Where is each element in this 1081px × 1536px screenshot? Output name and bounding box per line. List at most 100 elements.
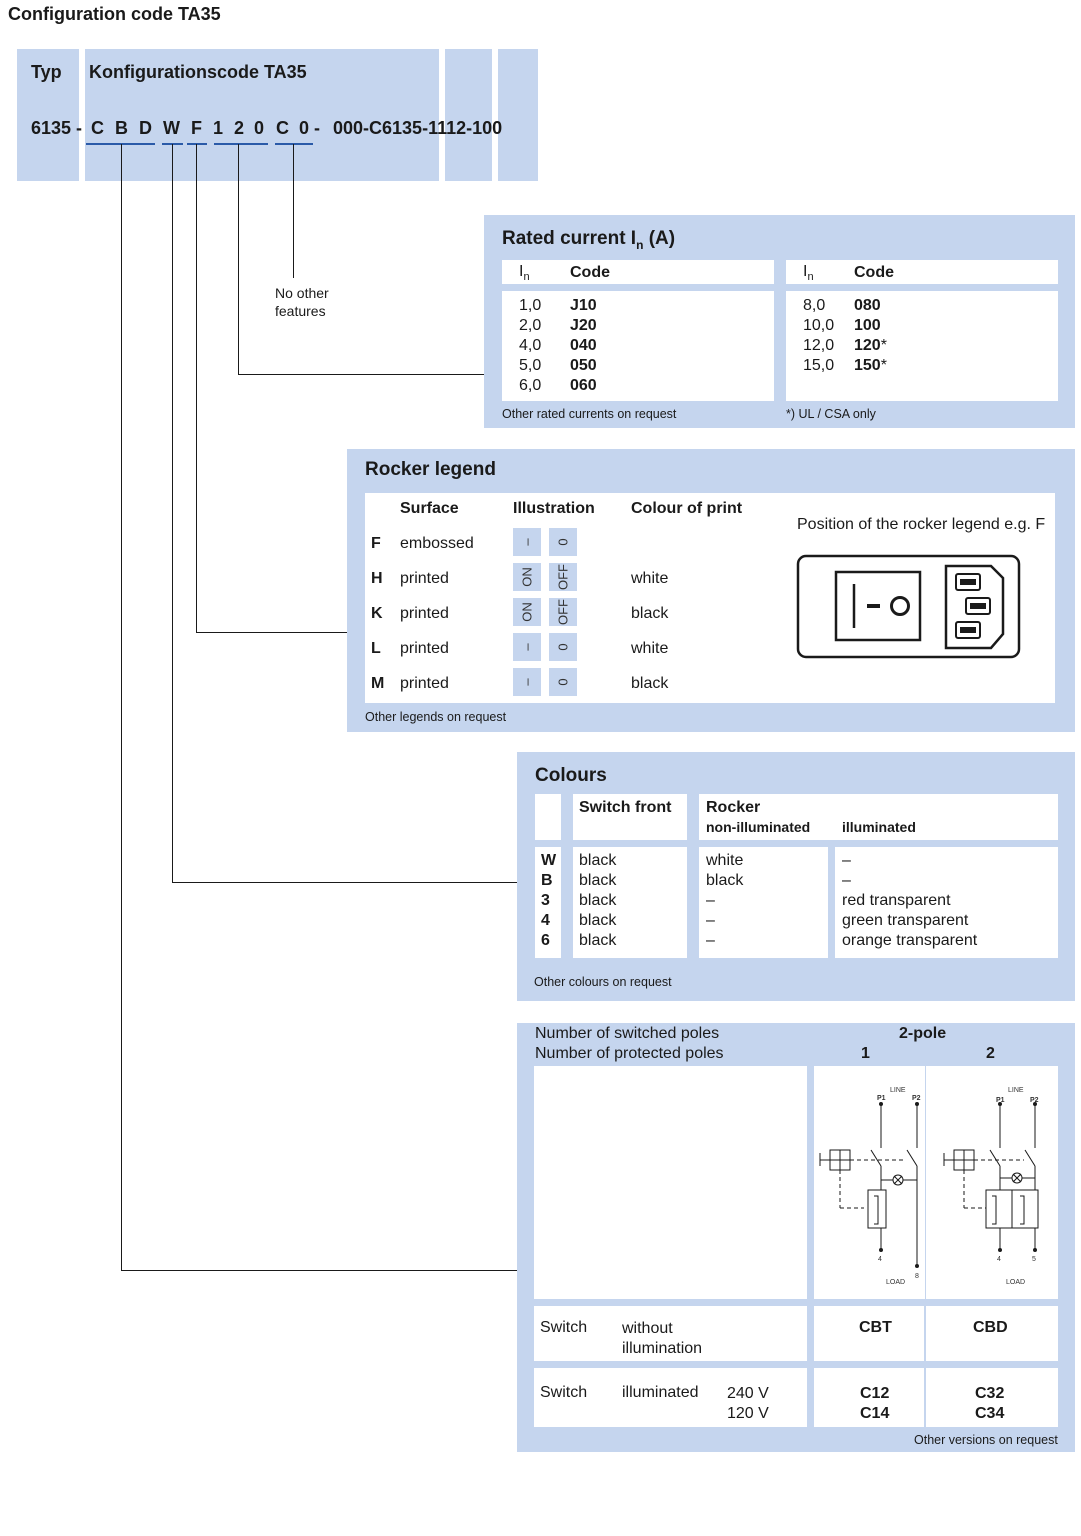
rl-symbol: ON: [519, 602, 535, 622]
rl-code-k: K: [371, 605, 383, 622]
col-body-nonillum: [699, 847, 828, 958]
rc-col-code-left: Code: [570, 264, 610, 281]
rl-surface-k: printed: [400, 605, 449, 622]
col-body-switch: [573, 847, 687, 958]
diagram-load-label: LOAD: [1006, 1279, 1025, 1286]
rl-colour-m: black: [631, 675, 669, 692]
rl-symbol: 0: [555, 678, 571, 686]
two-pole-label: 2-pole: [899, 1025, 947, 1042]
code-box-3: [445, 49, 492, 181]
row-illum-c2: [926, 1368, 1058, 1427]
rl-tile: –: [513, 668, 541, 696]
rc-note-left: Other rated currents on request: [502, 407, 677, 421]
underline-c0: [275, 143, 313, 145]
colour-illuminated: – – red transparent green transparent or…: [842, 852, 978, 949]
code-letter-9: C: [276, 118, 289, 138]
col-illuminated: illuminated: [842, 819, 916, 835]
underline-cbd: [86, 143, 155, 145]
diagram-line-label: LINE: [890, 1087, 906, 1094]
typ-box: [17, 49, 79, 181]
rl-col-illustration: Illustration: [513, 500, 595, 517]
row-illum: [534, 1368, 807, 1427]
rc-right-values: 8,0 10,0 12,0 15,0: [803, 296, 834, 376]
col-switch-front: Switch front: [579, 799, 672, 816]
rl-symbol: OFF: [555, 564, 571, 590]
row-illum-c1: [814, 1368, 924, 1427]
rc-body-right: [786, 291, 1058, 401]
rc-code: J10: [570, 297, 597, 314]
rc-in: 8,0: [803, 297, 826, 314]
rc-in: 4,0: [519, 337, 542, 354]
rc-code: 060: [570, 377, 597, 394]
rl-symbol: –: [519, 538, 535, 546]
rc-note-right: *) UL / CSA only: [786, 407, 876, 421]
rl-tile: ON: [513, 598, 541, 626]
rc-in: 1,0: [519, 297, 542, 314]
codes-col2: C32 C34: [975, 1385, 1005, 1422]
rl-tile: –: [513, 633, 541, 661]
rl-symbol: –: [519, 643, 535, 651]
code-box-4: [498, 49, 538, 181]
connector-120: [238, 144, 239, 375]
code-prefix: 6135 -: [31, 118, 83, 138]
colours-note: Other colours on request: [534, 975, 672, 989]
rocker-legend-title: Rocker legend: [365, 459, 496, 480]
rl-symbol: OFF: [555, 599, 571, 625]
rc-star: *: [880, 357, 887, 374]
diagram-terminal-label: 4: [878, 1256, 882, 1263]
poles-note: Other versions on request: [914, 1433, 1058, 1447]
code-letter-1: C: [91, 118, 104, 138]
diagram-p2-label: P2: [912, 1095, 921, 1102]
connector-c0: [293, 144, 294, 278]
circuit-diagram-cbt: LINE P1 P2 4 8 LOAD: [819, 1087, 921, 1286]
rc-col-in-right: In: [803, 263, 814, 284]
codes-col1: C12 C14: [860, 1385, 890, 1422]
rl-tile: 0: [549, 668, 577, 696]
rl-surface-h: printed: [400, 570, 449, 587]
rl-position-note: Position of the rocker legend e.g. F: [797, 516, 1046, 533]
rc-code: J20: [570, 317, 597, 334]
rl-symbol: ON: [519, 567, 535, 587]
typ-label: Typ: [31, 62, 62, 82]
col-hdr-switch: [573, 794, 687, 840]
poles-empty-cell: [534, 1066, 807, 1299]
rl-tile: 0: [549, 633, 577, 661]
without-illumination: without illumination: [622, 1320, 703, 1357]
rl-surface-f: embossed: [400, 535, 474, 552]
code-letter-6: 1: [213, 118, 224, 138]
rl-note: Other legends on request: [365, 710, 507, 724]
rl-colour-h: white: [631, 570, 669, 587]
col-non-illuminated: non-illuminated: [706, 819, 811, 835]
code-letter-3: D: [139, 118, 152, 138]
rc-header-left: [502, 260, 774, 284]
connector-cbd-h: [121, 1270, 518, 1271]
underline-120: [214, 143, 268, 145]
page-title: Configuration code TA35: [8, 4, 221, 24]
code-letter-7: 2: [234, 118, 245, 138]
rc-code: 150: [854, 357, 881, 374]
col-body-illum: [835, 847, 1058, 958]
no-other-features: No other features: [275, 285, 329, 319]
rc-in: 10,0: [803, 317, 835, 334]
connector-w: [172, 144, 173, 883]
illuminated-label: illuminated: [622, 1384, 699, 1401]
rc-in: 5,0: [519, 357, 542, 374]
rc-col-in-left: In: [519, 263, 530, 284]
rl-symbol: 0: [555, 538, 571, 546]
rc-code: 100: [854, 317, 881, 334]
code-letter-10: 0 -: [299, 118, 321, 138]
code-letter-2: B: [115, 118, 128, 138]
rl-col-colour: Colour of print: [631, 500, 743, 517]
rl-code-h: H: [371, 570, 383, 587]
rl-tile: –: [513, 528, 541, 556]
pole-col-1: 1: [861, 1045, 870, 1062]
rocker-switch-illustration: [796, 554, 1021, 659]
rated-current-title: Rated current In (A): [502, 228, 676, 252]
rl-tile: OFF: [549, 563, 577, 591]
connector-w-h: [172, 882, 517, 883]
rc-in: 15,0: [803, 357, 835, 374]
diagram-line-label: LINE: [1008, 1087, 1024, 1094]
rc-code: 120: [854, 337, 881, 354]
diagram-p1-label: P1: [996, 1097, 1005, 1104]
rc-header-right: [786, 260, 1058, 284]
